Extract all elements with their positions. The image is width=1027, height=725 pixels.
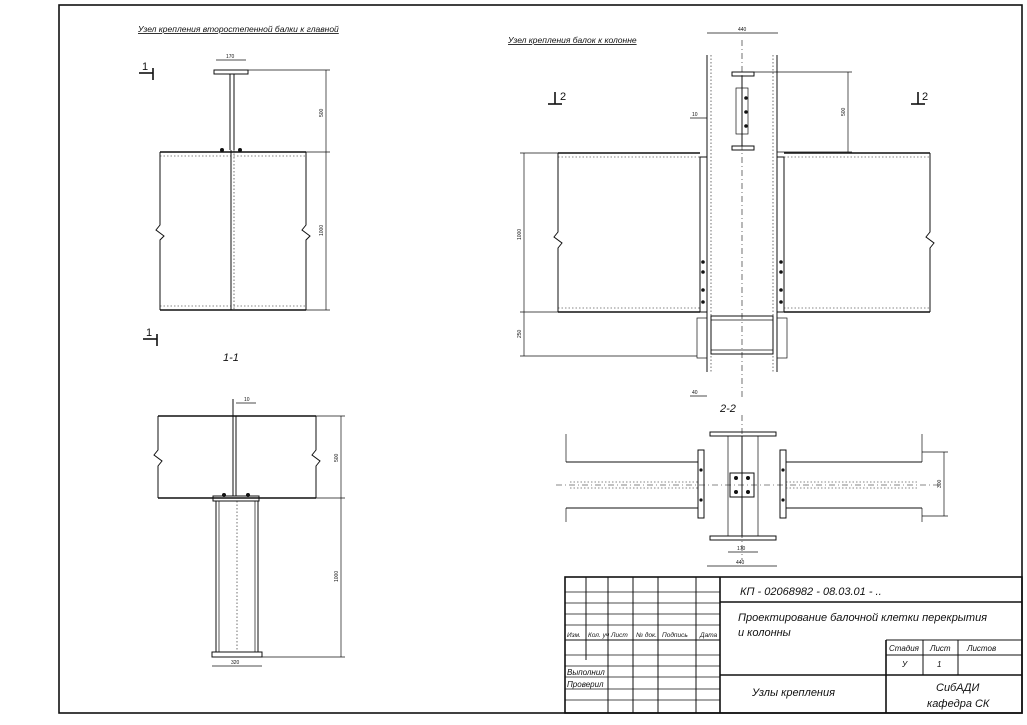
svg-text:1000: 1000 — [517, 229, 523, 240]
stage-value: У — [901, 660, 908, 669]
svg-text:2: 2 — [922, 91, 928, 103]
right-node: Узел крепления балок к колонне 2 2 440 1… — [507, 27, 935, 400]
left-node-title: Узел крепления второстепенной балки к гл… — [137, 24, 339, 34]
svg-text:500: 500 — [841, 107, 847, 116]
section-2-2-label: 2-2 — [719, 403, 736, 415]
project-title-line2: и колонны — [738, 627, 791, 639]
svg-text:250: 250 — [517, 329, 523, 338]
sheet-label: Лист — [929, 644, 951, 653]
svg-text:500: 500 — [334, 453, 340, 462]
svg-text:440: 440 — [738, 27, 747, 33]
section-1-1-label: 1-1 — [223, 352, 239, 364]
sheets-label: Листов — [966, 644, 996, 653]
col-header-kol-uch: Кол. уч — [588, 632, 610, 639]
section-2-2: 2-2 300 1 — [556, 403, 948, 567]
svg-text:170: 170 — [737, 546, 746, 552]
performed-label: Выполнил — [567, 668, 605, 677]
svg-text:1: 1 — [142, 61, 148, 73]
drawing-name: Узлы крепления — [751, 687, 835, 699]
svg-text:2: 2 — [560, 91, 566, 103]
svg-text:1000: 1000 — [334, 571, 340, 582]
left-node: Узел крепления второстепенной балки к гл… — [137, 24, 339, 346]
sheet-frame — [58, 4, 1023, 714]
svg-text:1: 1 — [146, 327, 152, 339]
doc-code: КП - 02068982 - 08.03.01 - .. — [740, 586, 882, 598]
col-header-date: Дата — [699, 632, 718, 639]
org-line1: СибАДИ — [936, 682, 979, 694]
section-1-1: 1-1 10 320 500 1000 — [153, 352, 345, 667]
section-mark-1-bottom: 1 — [143, 327, 158, 346]
col-header-izm: Изм. — [567, 632, 581, 639]
org-line2: кафедра СК — [927, 698, 990, 710]
svg-text:1000: 1000 — [319, 225, 325, 236]
svg-text:320: 320 — [231, 660, 240, 666]
svg-text:300: 300 — [937, 479, 943, 488]
project-title-line1: Проектирование балочной клетки перекрыти… — [738, 612, 987, 624]
title-block: КП - 02068982 - 08.03.01 - .. Проектиров… — [564, 576, 1023, 714]
col-header-signature: Подпись — [662, 631, 688, 639]
sheet-value: 1 — [937, 660, 941, 669]
svg-text:40: 40 — [692, 390, 698, 396]
col-header-list: Лист — [610, 632, 628, 639]
svg-text:440: 440 — [736, 560, 745, 566]
right-node-title: Узел крепления балок к колонне — [507, 35, 637, 45]
stage-label: Стадия — [889, 644, 920, 653]
svg-text:170: 170 — [226, 54, 235, 60]
col-header-doc-no: № док. — [636, 631, 657, 639]
section-mark-1-top: 1 — [139, 61, 154, 80]
svg-text:10: 10 — [692, 112, 698, 118]
section-mark-2-left: 2 — [548, 91, 566, 105]
checked-label: Проверил — [567, 680, 604, 689]
svg-text:500: 500 — [319, 108, 325, 117]
section-mark-2-right: 2 — [911, 91, 928, 105]
svg-text:10: 10 — [244, 397, 250, 403]
